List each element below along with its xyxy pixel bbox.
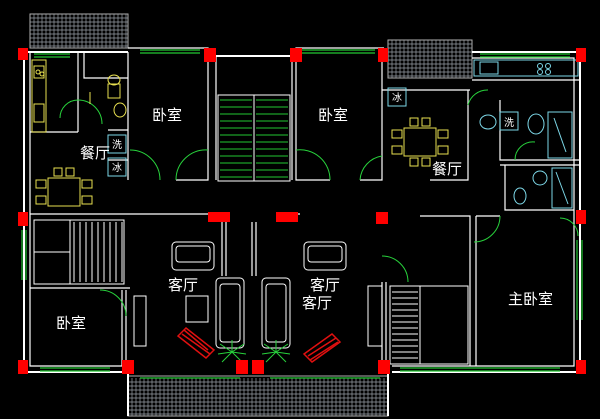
- sofa-set-left: [171, 241, 245, 349]
- room-label-bedroom-upper-right: 卧室: [318, 106, 348, 124]
- tv-cabinet-right: [367, 285, 383, 347]
- plant-right: [261, 340, 291, 363]
- interior-walls: [30, 52, 580, 366]
- dining-table-right: [391, 117, 449, 167]
- room-label-dining-left: 餐厅: [80, 144, 110, 162]
- structural-columns: [18, 48, 586, 374]
- right-staircase: [389, 285, 469, 365]
- fridge-box-right: [387, 87, 407, 107]
- room-label-living-right-a: 客厅: [310, 276, 340, 294]
- fridge-label-right: 冰: [392, 91, 402, 104]
- wash-label-left: 洗: [112, 139, 122, 151]
- fridge-label-left: 冰: [112, 161, 122, 174]
- left-staircase: [33, 219, 125, 285]
- wash-label-right: 洗: [504, 117, 514, 129]
- room-label-master-bedroom: 主卧室: [508, 290, 553, 308]
- central-staircase: [217, 94, 291, 182]
- lounge-chair-left: [176, 326, 216, 360]
- balcony-top-left: [29, 13, 129, 49]
- room-label-dining-right: 餐厅: [432, 160, 462, 178]
- wash-box-left: [107, 134, 127, 177]
- wc-left: [89, 74, 127, 118]
- bathroom-right: [479, 111, 573, 209]
- windows: [21, 49, 583, 379]
- room-label-bedroom-upper-left: 卧室: [152, 106, 182, 124]
- kitchen-left: [31, 59, 47, 133]
- door-swings: [59, 89, 579, 317]
- exterior-walls: [23, 47, 581, 416]
- balcony-top-right: [387, 39, 473, 79]
- tv-cabinet-left: [133, 295, 147, 347]
- room-label-bedroom-lower-left: 卧室: [56, 314, 86, 332]
- balcony-bottom: [127, 375, 389, 417]
- lounge-chair-right: [302, 333, 342, 363]
- plant-left: [217, 340, 247, 363]
- dining-table-left: [35, 167, 93, 207]
- room-label-living-left: 客厅: [168, 276, 198, 294]
- kitchen-right: [473, 59, 579, 77]
- room-label-living-right-b: 客厅: [302, 294, 332, 312]
